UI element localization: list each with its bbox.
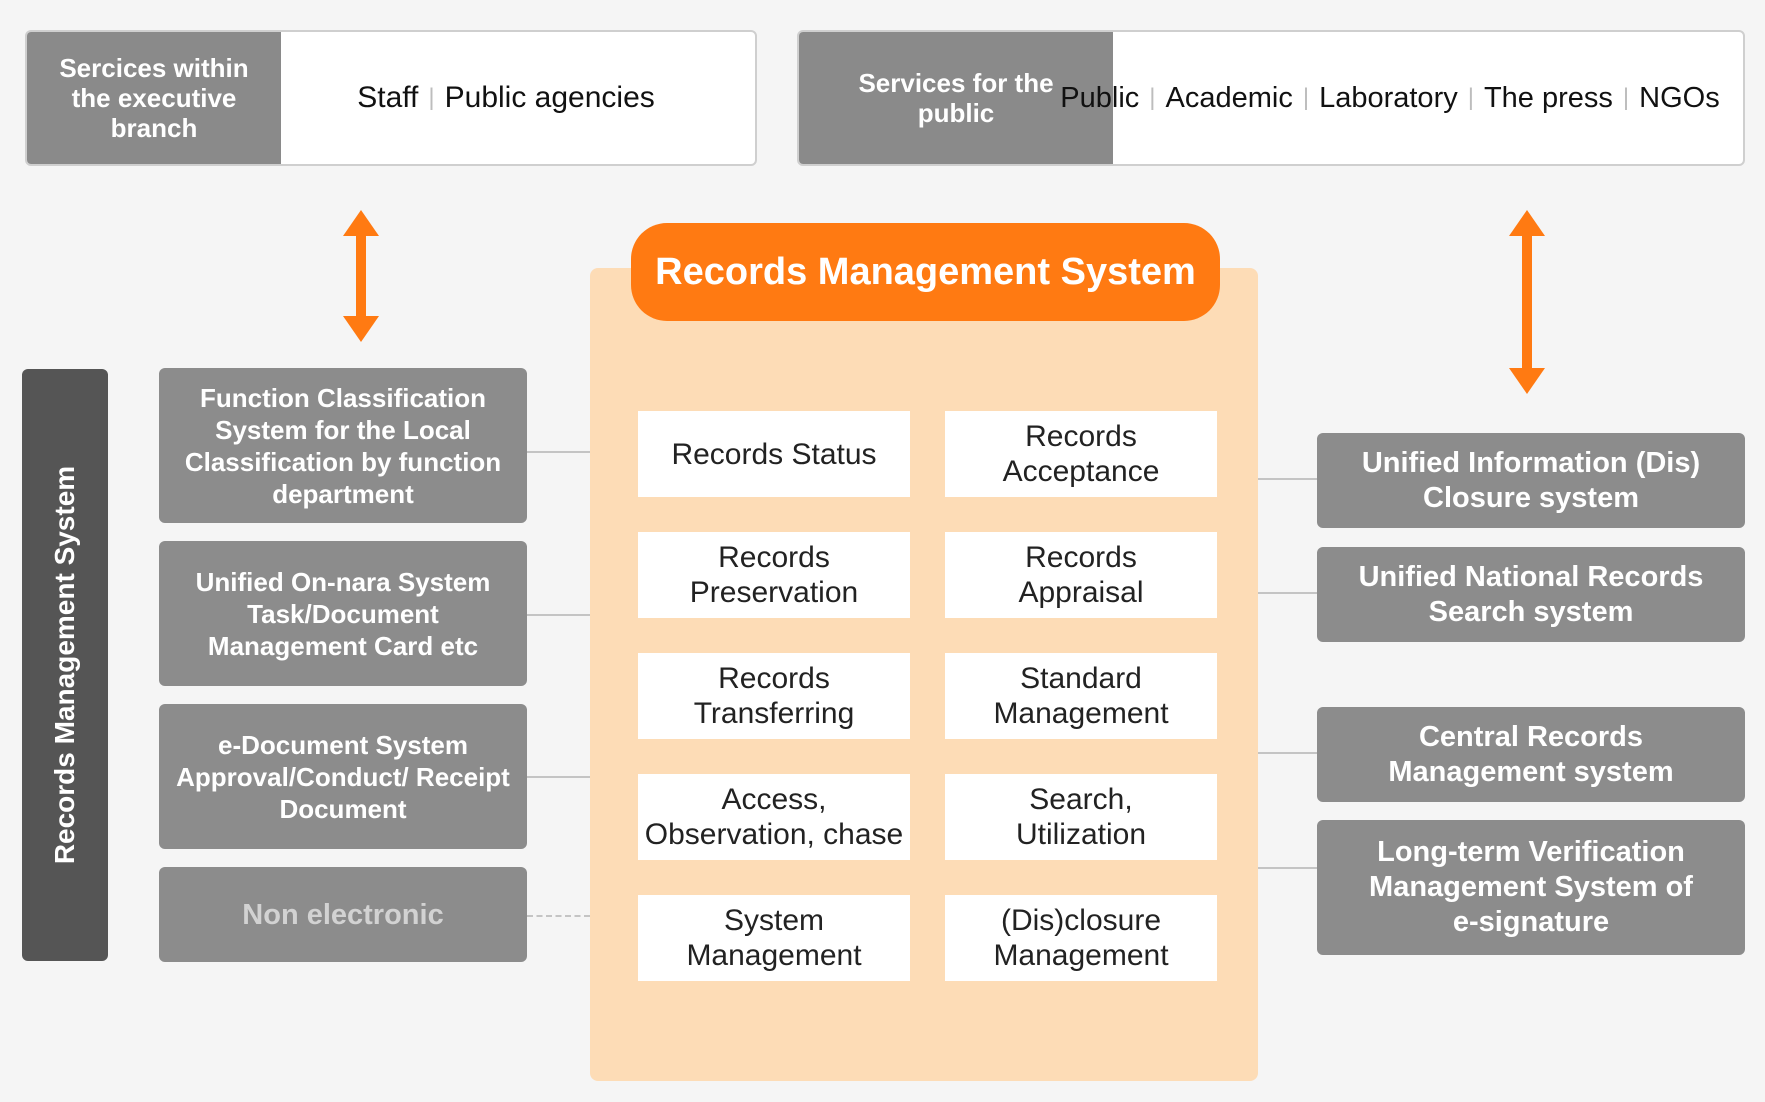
service-item-public-agencies: Public agencies xyxy=(444,81,655,114)
module-records-appraisal: Records Appraisal xyxy=(945,532,1217,618)
separator: | xyxy=(1622,84,1630,111)
public-services-header: Services for the public xyxy=(799,32,1113,164)
connector-line xyxy=(527,614,590,616)
module-records-status: Records Status xyxy=(638,411,910,497)
right-system-records-search: Unified National Records Search system xyxy=(1317,547,1745,642)
connector-line xyxy=(1258,867,1317,869)
connector-line xyxy=(1258,478,1317,480)
service-item-public: Public xyxy=(1060,81,1140,114)
service-item-ngos: NGOs xyxy=(1639,81,1720,114)
module-disclosure-management: (Dis)closure Management xyxy=(945,895,1217,981)
side-label-text: Records Management System xyxy=(49,465,80,865)
executive-services-box: Sercices within the executive branch Sta… xyxy=(25,30,757,166)
public-services-items: Public | Academic | Laboratory | The pre… xyxy=(1037,32,1743,164)
service-item-the-press: The press xyxy=(1483,81,1613,114)
module-access-observation: Access, Observation, chase xyxy=(638,774,910,860)
connector-line xyxy=(1258,592,1317,594)
left-system-on-nara: Unified On-nara System Task/Document Man… xyxy=(159,541,527,686)
module-search-utilization: Search, Utilization xyxy=(945,774,1217,860)
module-records-preservation: Records Preservation xyxy=(638,532,910,618)
executive-services-items: Staff | Public agencies xyxy=(257,32,755,164)
executive-services-header: Sercices within the executive branch xyxy=(27,32,281,164)
separator: | xyxy=(428,84,435,111)
separator: | xyxy=(1149,84,1156,111)
records-management-side-label: Records Management System xyxy=(22,369,108,961)
service-item-academic: Academic xyxy=(1165,81,1293,114)
right-system-information-disclosure: Unified Information (Dis) Closure system xyxy=(1317,433,1745,528)
right-bidirectional-arrow-icon xyxy=(1509,210,1545,394)
service-item-staff: Staff xyxy=(357,81,419,114)
connector-line xyxy=(1258,752,1317,754)
service-item-laboratory: Laboratory xyxy=(1319,81,1458,114)
left-system-function-classification: Function Classification System for the L… xyxy=(159,368,527,523)
dashed-connector-line xyxy=(527,915,590,917)
module-records-transferring: Records Transferring xyxy=(638,653,910,739)
left-system-e-document: e-Document System Approval/Conduct/ Rece… xyxy=(159,704,527,849)
separator: | xyxy=(1302,84,1310,111)
left-system-non-electronic: Non electronic xyxy=(159,867,527,962)
module-standard-management: Standard Management xyxy=(945,653,1217,739)
public-services-box: Services for the public Public | Academi… xyxy=(797,30,1745,166)
connector-line xyxy=(527,776,590,778)
right-system-central-records: Central Records Management system xyxy=(1317,707,1745,802)
module-records-acceptance: Records Acceptance xyxy=(945,411,1217,497)
connector-line xyxy=(527,451,590,453)
left-bidirectional-arrow-icon xyxy=(343,210,379,342)
module-system-management: System Management xyxy=(638,895,910,981)
right-system-e-signature-verification: Long-term Verification Management System… xyxy=(1317,820,1745,955)
panel-title: Records Management System xyxy=(631,223,1220,321)
separator: | xyxy=(1467,84,1474,111)
